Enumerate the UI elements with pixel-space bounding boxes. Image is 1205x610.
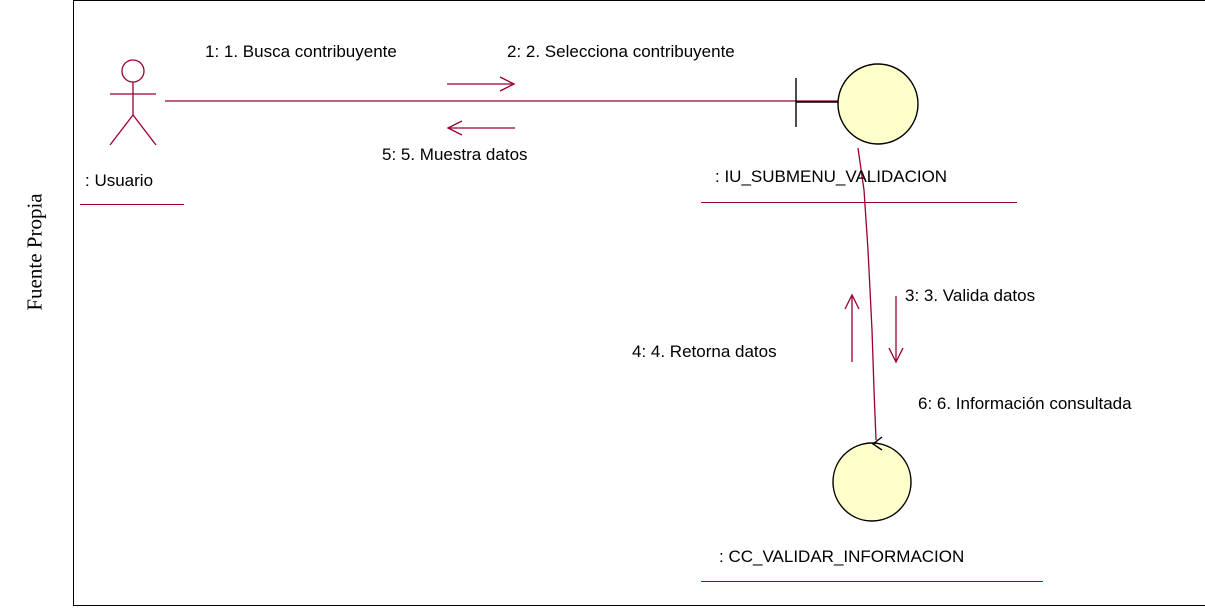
control-object-icon[interactable] bbox=[832, 436, 912, 522]
arrow-msg-4-icon bbox=[844, 293, 860, 362]
arrow-msg-3-icon bbox=[888, 296, 904, 364]
actor-name-underline bbox=[80, 204, 184, 205]
actor-usuario-icon[interactable] bbox=[109, 59, 157, 146]
boundary-object-label: : IU_SUBMENU_VALIDACION bbox=[715, 167, 948, 186]
message-1-label: 1: 1. Busca contribuyente bbox=[205, 42, 397, 61]
message-2-label: 2: 2. Selecciona contribuyente bbox=[507, 42, 735, 61]
control-object-label: : CC_VALIDAR_INFORMACION bbox=[719, 547, 965, 566]
arrow-msg-1-2-icon bbox=[447, 76, 516, 92]
control-name-underline bbox=[701, 581, 1043, 582]
diagram-frame bbox=[73, 0, 1205, 606]
arrow-msg-5-icon bbox=[446, 120, 515, 136]
boundary-name-underline bbox=[701, 202, 1017, 203]
link-boundary-control bbox=[857, 147, 877, 441]
message-4-label: 4: 4. Retorna datos bbox=[632, 342, 777, 361]
message-3-label: 3: 3. Valida datos bbox=[905, 286, 1036, 305]
message-5-label: 5: 5. Muestra datos bbox=[382, 145, 528, 164]
actor-usuario-label: : Usuario bbox=[85, 171, 154, 190]
message-6-label: 6: 6. Información consultada bbox=[918, 394, 1132, 413]
boundary-object-icon[interactable] bbox=[795, 63, 919, 145]
